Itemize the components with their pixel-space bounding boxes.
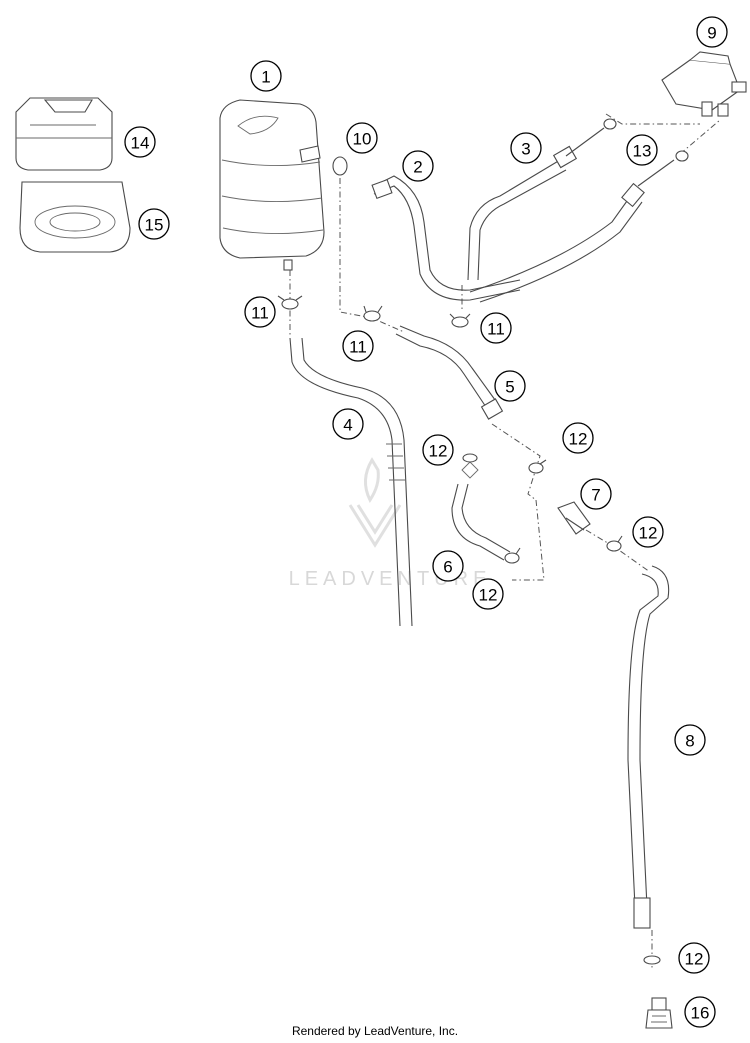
callout-12-a-label: 12 bbox=[429, 442, 448, 461]
part-4-hose bbox=[289, 337, 413, 627]
clamp-13-a bbox=[603, 118, 617, 130]
clamp-11-c bbox=[449, 313, 471, 328]
part-8-hose bbox=[627, 565, 670, 929]
callout-3-label: 3 bbox=[521, 140, 530, 159]
clamp-12-b bbox=[528, 459, 547, 474]
callout-12-e-label: 12 bbox=[685, 950, 704, 969]
callout-16: 16 bbox=[684, 996, 716, 1028]
callout-4: 4 bbox=[332, 408, 364, 440]
callout-3: 3 bbox=[510, 132, 542, 164]
clamp-12-c bbox=[504, 547, 521, 564]
callout-11-a: 11 bbox=[244, 296, 276, 328]
part-14-cover bbox=[15, 97, 113, 171]
part-3-hose bbox=[467, 127, 675, 303]
callout-15: 15 bbox=[138, 208, 170, 240]
callout-11-a-label: 11 bbox=[251, 304, 269, 323]
clamp-13-b bbox=[675, 150, 689, 162]
callout-16-label: 16 bbox=[691, 1004, 710, 1023]
footer-credit: Rendered by LeadVenture, Inc. bbox=[291, 1024, 459, 1038]
part-6-hose bbox=[451, 461, 511, 561]
callout-2-label: 2 bbox=[413, 158, 422, 177]
part-7-connector bbox=[557, 501, 591, 535]
callout-6-label: 6 bbox=[443, 558, 452, 577]
callout-12-b-label: 12 bbox=[569, 430, 588, 449]
callout-5-label: 5 bbox=[505, 378, 514, 397]
callout-6: 6 bbox=[432, 550, 464, 582]
callout-11-b: 11 bbox=[342, 330, 374, 362]
callout-12-b: 12 bbox=[562, 422, 594, 454]
clamp-11-b bbox=[363, 305, 383, 322]
callout-11-c: 11 bbox=[480, 312, 512, 344]
part-15-tray bbox=[19, 181, 131, 253]
callout-10-label: 10 bbox=[353, 130, 372, 149]
callout-12-d-label: 12 bbox=[639, 524, 658, 543]
callout-12-c-label: 12 bbox=[479, 586, 498, 605]
callout-12-a: 12 bbox=[422, 434, 454, 466]
callout-15-label: 15 bbox=[145, 216, 164, 235]
callout-9-label: 9 bbox=[707, 24, 716, 43]
part-16-fitting bbox=[645, 997, 673, 1029]
callout-11-b-label: 11 bbox=[349, 338, 367, 357]
callout-7-label: 7 bbox=[591, 486, 600, 505]
callout-10: 10 bbox=[346, 122, 378, 154]
clamp-12-a bbox=[462, 453, 478, 463]
callout-12-d: 12 bbox=[632, 516, 664, 548]
hose-clamps bbox=[277, 118, 689, 965]
callout-8-label: 8 bbox=[685, 732, 694, 751]
callout-1-label: 1 bbox=[261, 68, 270, 87]
callout-8: 8 bbox=[674, 724, 706, 756]
watermark-logo-icon bbox=[348, 457, 402, 548]
part-10-nipple bbox=[299, 145, 348, 176]
clamp-12-e bbox=[643, 955, 661, 965]
callout-13-label: 13 bbox=[633, 142, 652, 161]
part-1-canister bbox=[219, 99, 325, 271]
callout-12-e: 12 bbox=[678, 942, 710, 974]
part-9-purge-valve bbox=[661, 51, 747, 117]
callout-7: 7 bbox=[580, 478, 612, 510]
callout-13: 13 bbox=[626, 134, 658, 166]
callout-9: 9 bbox=[696, 16, 728, 48]
callout-4-label: 4 bbox=[343, 416, 352, 435]
callout-11-c-label: 11 bbox=[487, 320, 505, 339]
callout-12-c: 12 bbox=[472, 578, 504, 610]
part-5-hose bbox=[395, 325, 504, 420]
part-2-hose bbox=[371, 175, 521, 301]
callout-5: 5 bbox=[494, 370, 526, 402]
callout-1: 1 bbox=[250, 60, 282, 92]
callout-14: 14 bbox=[124, 126, 156, 158]
callout-2: 2 bbox=[402, 150, 434, 182]
callout-14-label: 14 bbox=[131, 134, 150, 153]
clamp-12-d bbox=[606, 535, 623, 552]
clamp-11-a bbox=[277, 295, 303, 310]
